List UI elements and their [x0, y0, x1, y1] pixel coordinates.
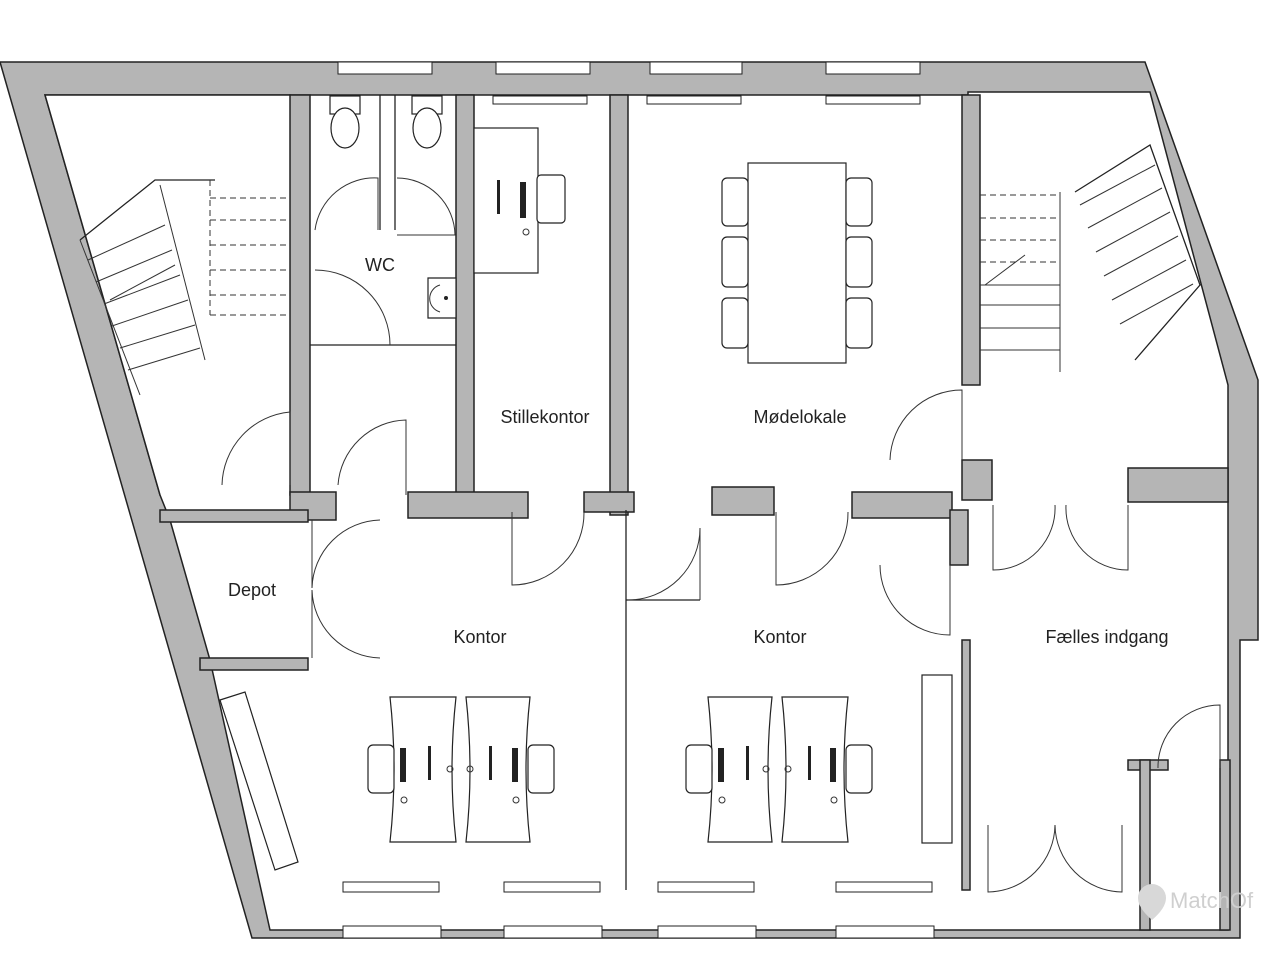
watermark-text: MatchOf — [1170, 888, 1254, 913]
staircase-left — [79, 179, 290, 396]
meeting-table — [721, 162, 873, 364]
room-label-kontor-right: Kontor — [753, 627, 806, 647]
room-label-faelles-indgang: Fælles indgang — [1045, 627, 1168, 647]
wc-fixtures — [314, 95, 457, 346]
room-label-depot: Depot — [228, 580, 276, 600]
room-label-wc: WC — [365, 255, 395, 275]
room-label-kontor-left: Kontor — [453, 627, 506, 647]
doors — [221, 389, 1221, 893]
windows-bottom — [342, 881, 935, 939]
watermark: MatchOf — [1138, 884, 1254, 920]
stillekontor-desk — [473, 127, 566, 274]
interior-walls — [159, 94, 1231, 931]
storage-cabinets — [219, 674, 953, 871]
room-label-stillekontor: Stillekontor — [500, 407, 589, 427]
desks-kontor-right — [685, 696, 873, 843]
location-pin-icon — [1138, 884, 1166, 920]
windows-top — [337, 61, 921, 105]
desks-kontor-left — [367, 696, 555, 843]
staircase-right — [980, 144, 1201, 372]
room-label-modelokale: Mødelokale — [753, 407, 846, 427]
